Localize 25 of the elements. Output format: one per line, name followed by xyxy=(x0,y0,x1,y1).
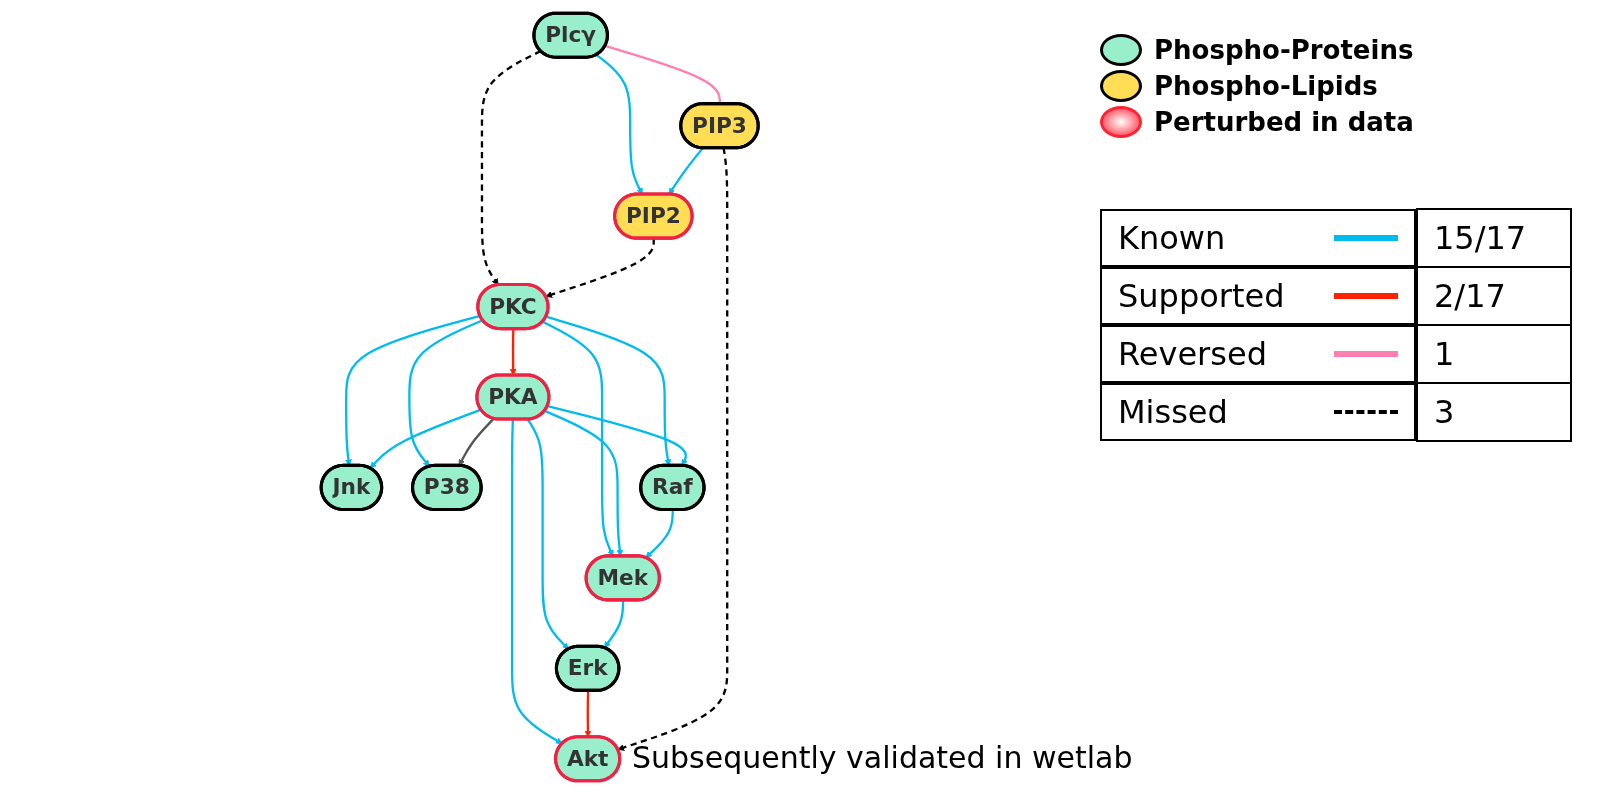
arrow xyxy=(408,318,484,467)
arrow xyxy=(617,147,729,751)
arrow xyxy=(527,418,570,649)
arrow xyxy=(547,404,689,466)
legend-text: Phospho-Lipids xyxy=(1154,71,1378,101)
arrow xyxy=(481,49,542,285)
arrow xyxy=(545,238,656,298)
arrow xyxy=(511,418,563,744)
arrow xyxy=(604,599,625,648)
legend-text: Missed xyxy=(1118,393,1228,431)
legend-text: Supported xyxy=(1118,277,1285,315)
table-cell: 2/17 xyxy=(1417,267,1571,325)
table-cell: 3 xyxy=(1417,383,1571,441)
legend-text: Reversed xyxy=(1118,335,1267,373)
arrow xyxy=(584,690,592,737)
table-cell: 15/17 xyxy=(1417,209,1571,267)
legend-text: Phospho-Proteins xyxy=(1154,35,1414,65)
arrow xyxy=(645,509,675,558)
arrow xyxy=(459,417,495,466)
legend-text: Known xyxy=(1118,219,1226,257)
note-text: Subsequently validated in wetlab xyxy=(632,740,1133,776)
connector xyxy=(605,44,722,104)
table-cell: 1 xyxy=(1417,325,1571,383)
arrow xyxy=(370,408,482,469)
legend-text: Perturbed in data xyxy=(1154,107,1414,137)
